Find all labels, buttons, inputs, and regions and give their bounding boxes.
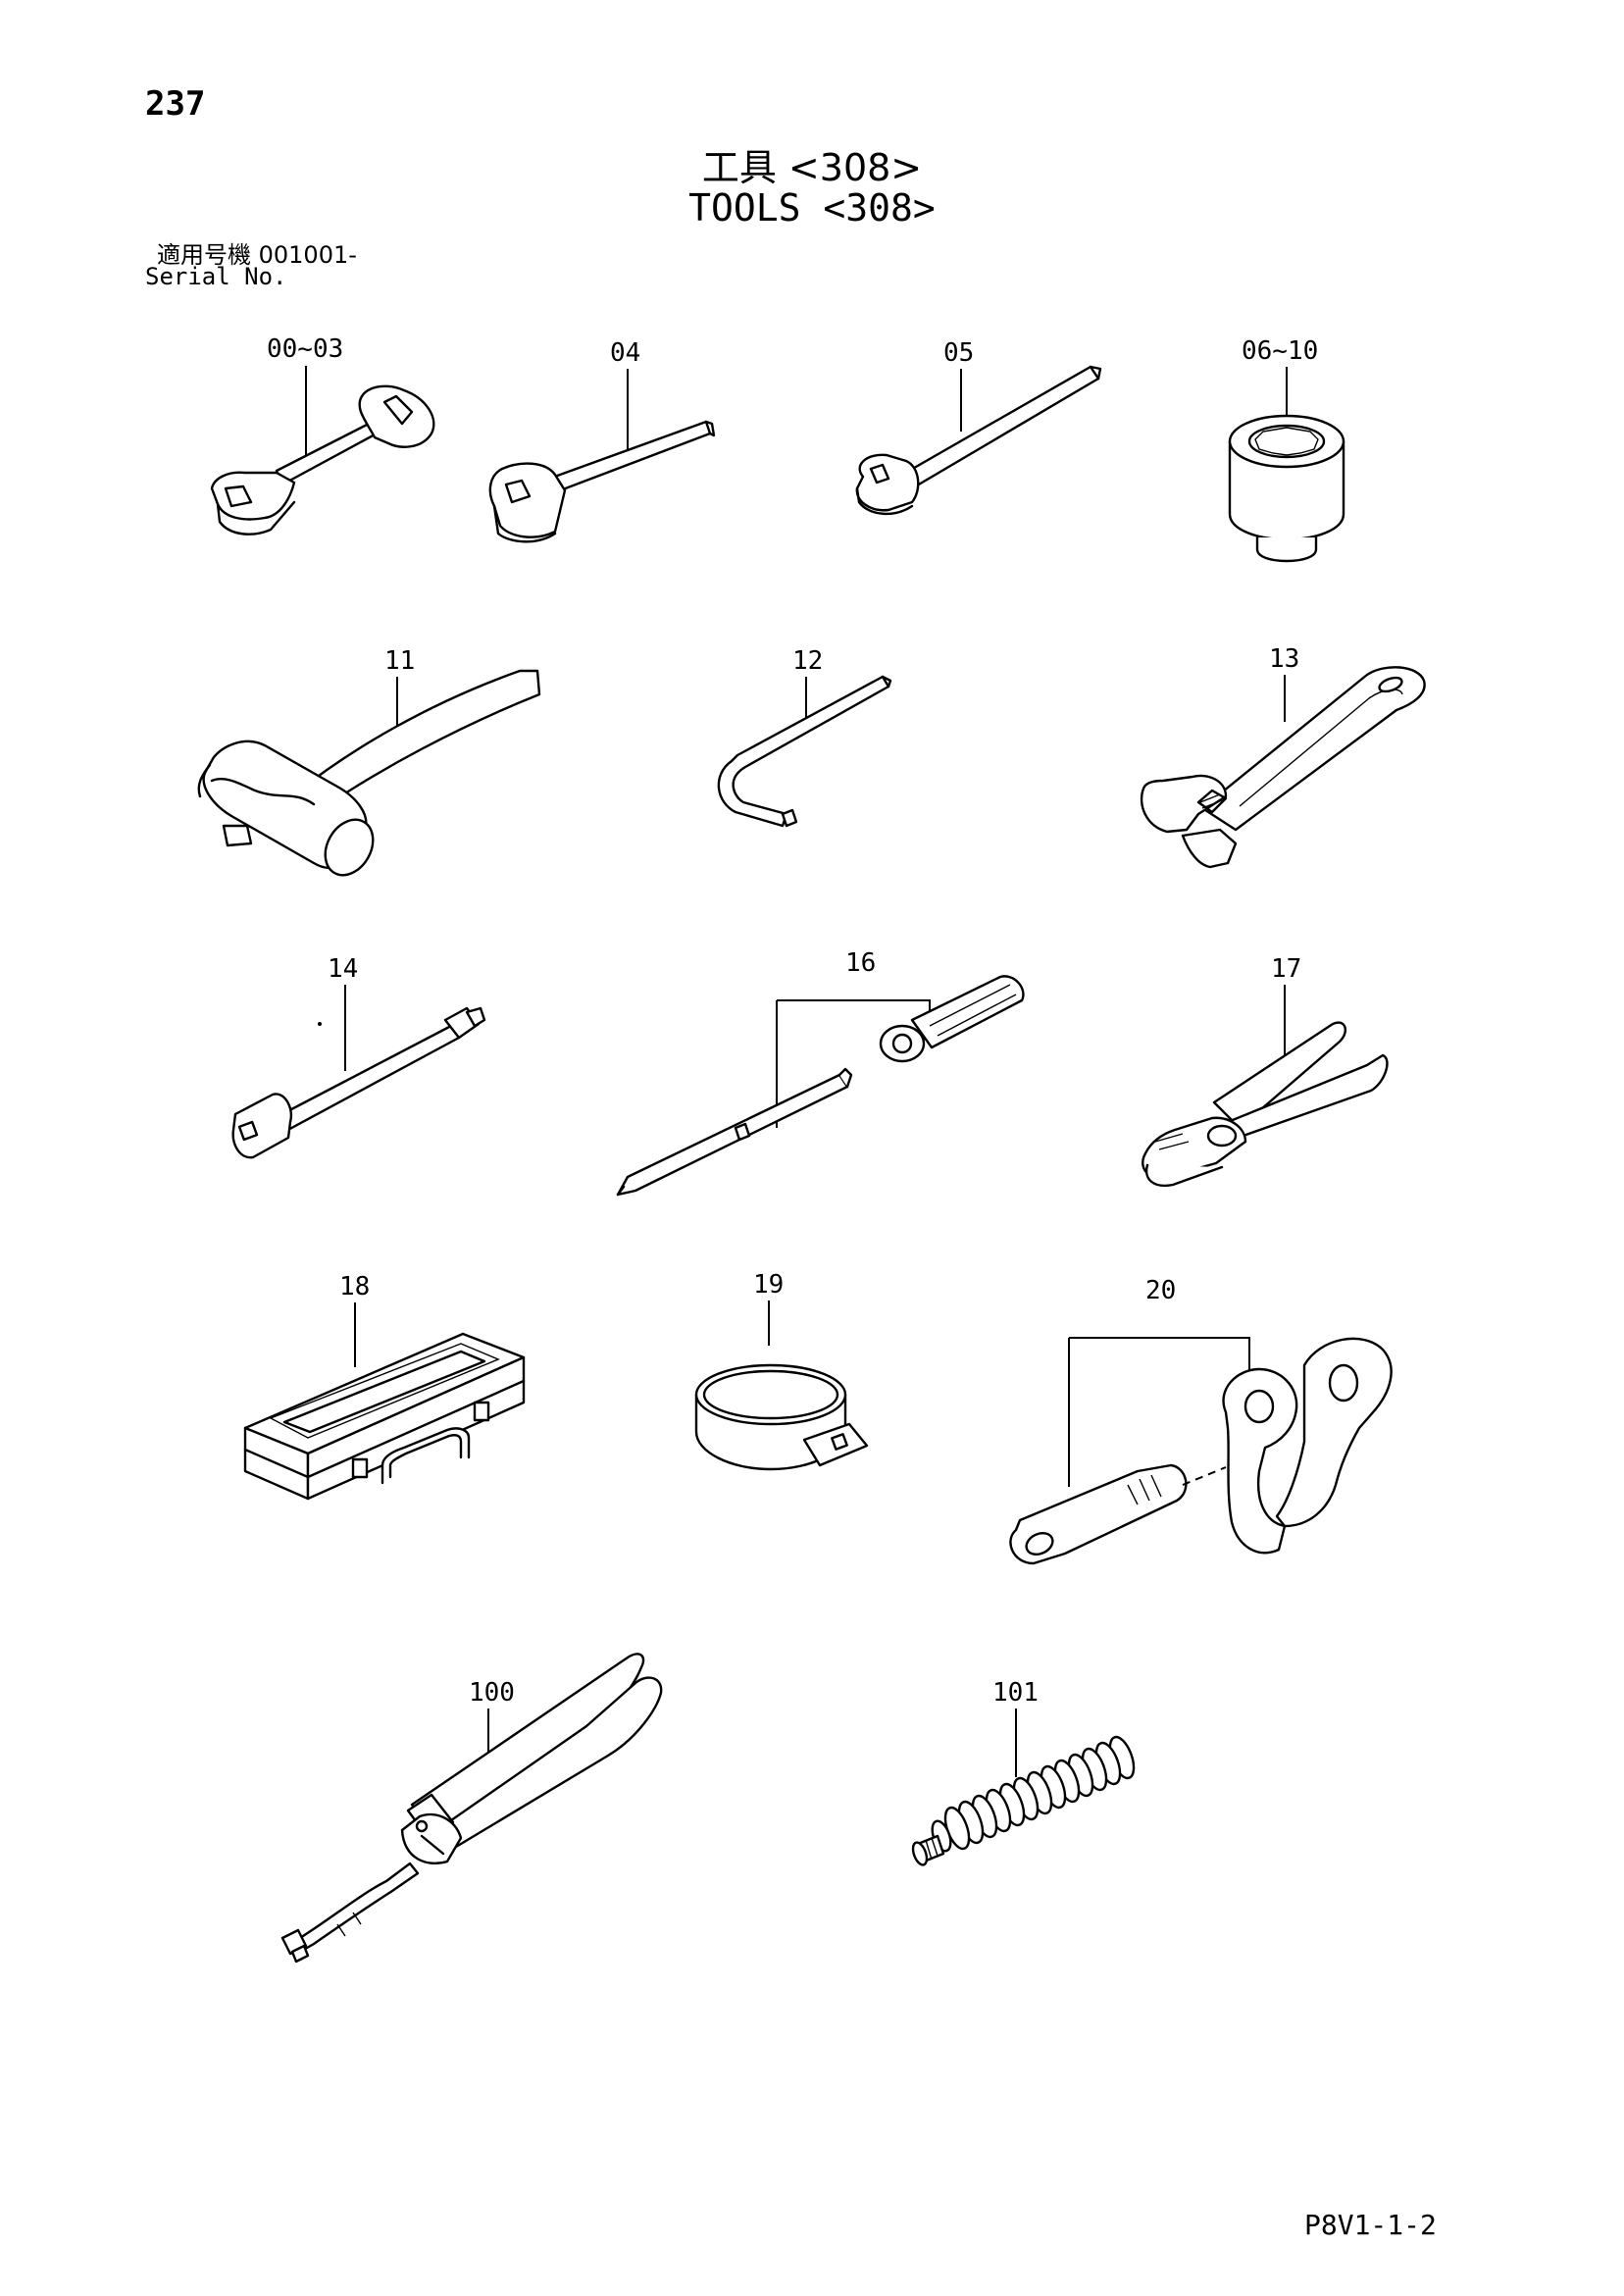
hex-key-icon[interactable]: 12 — [717, 646, 892, 828]
tool-box-icon[interactable]: 18 — [243, 1272, 526, 1501]
single-open-wrench-icon[interactable]: 04 — [488, 338, 716, 543]
page-title-en: TOOLS <308> — [688, 186, 936, 230]
ref-label: 04 — [610, 338, 640, 368]
extension-bar-icon[interactable]: 14 — [231, 954, 486, 1159]
ref-label: 101 — [992, 1678, 1039, 1708]
drawing-code: P8V1-1-2 — [1304, 2209, 1437, 2241]
ref-label: 06~10 — [1242, 336, 1318, 366]
filter-wrench-icon[interactable]: 19 — [694, 1270, 869, 1471]
open-end-wrench-icon[interactable]: 00~03 — [210, 334, 435, 536]
ref-label: 12 — [792, 646, 823, 676]
ref-label: 14 — [328, 954, 358, 984]
ref-label: 11 — [384, 646, 415, 676]
spring-icon[interactable]: 101 — [910, 1678, 1139, 1866]
socket-icon[interactable]: 06~10 — [1228, 336, 1345, 563]
ratchet-handle-icon[interactable]: 05 — [855, 338, 1102, 516]
ref-label: 13 — [1269, 644, 1299, 674]
screwdriver-set-icon[interactable]: 16 — [616, 948, 1025, 1197]
shackle-icon[interactable]: 20 — [1009, 1276, 1393, 1565]
adjustable-wrench-icon[interactable]: 13 — [1140, 644, 1426, 869]
ref-label: 100 — [469, 1678, 515, 1708]
ref-label: 17 — [1271, 954, 1301, 984]
page-number: 237 — [145, 84, 206, 124]
pliers-icon[interactable]: 17 — [1142, 954, 1389, 1188]
ref-label: 16 — [845, 948, 876, 978]
serial-label-en: Serial No. — [145, 263, 287, 290]
grease-gun-icon[interactable]: 100 — [280, 1653, 663, 1964]
hammer-icon[interactable]: 11 — [197, 646, 541, 884]
ref-label: 19 — [753, 1270, 784, 1300]
page-title-jp: 工具 <308> — [701, 146, 923, 189]
ref-label: 18 — [339, 1272, 370, 1301]
ref-label: 00~03 — [267, 334, 343, 364]
serial-label-jp: 適用号機 001001- — [157, 241, 357, 269]
ref-label: 05 — [943, 338, 974, 368]
ref-label: 20 — [1145, 1276, 1176, 1305]
